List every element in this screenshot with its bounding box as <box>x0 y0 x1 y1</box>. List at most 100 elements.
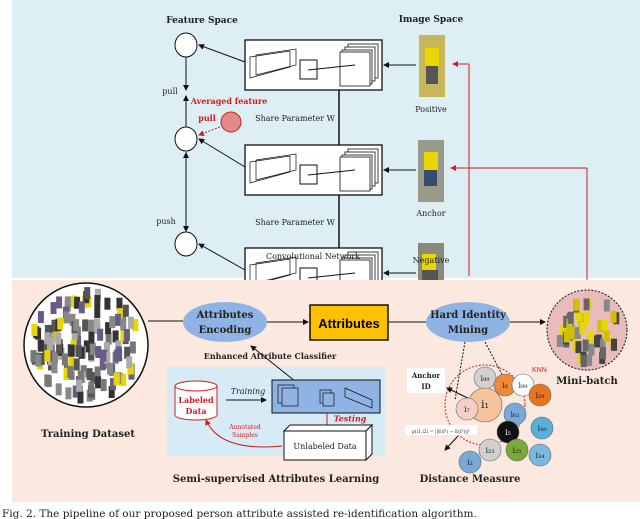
person-thumbnail <box>129 341 136 354</box>
person-thumbnail <box>31 323 38 336</box>
person-thumbnail <box>132 319 139 332</box>
person-thumbnail <box>576 309 583 322</box>
person-thumbnail <box>76 379 83 392</box>
person-thumbnail <box>126 356 133 369</box>
person-thumbnail <box>75 345 82 358</box>
identity-node: i₄₉ <box>530 416 554 440</box>
person-thumbnail <box>74 326 81 339</box>
person-thumbnail <box>94 288 101 301</box>
attributes-encoding-line2: Encoding <box>199 325 252 336</box>
anchor-id-box <box>407 368 445 393</box>
identity-node: i₂₃ <box>478 438 502 462</box>
person-thumbnail <box>44 332 51 345</box>
person-thumbnail <box>47 338 54 351</box>
anchor-feature-node <box>174 126 198 152</box>
person-thumbnail <box>82 319 89 332</box>
person-thumbnail <box>579 322 586 335</box>
identity-node: i₇ <box>455 397 479 421</box>
person-thumbnail <box>94 319 101 332</box>
averaged-pull-label: pull <box>198 113 216 123</box>
labeled-data-line1: Labeled <box>178 395 214 405</box>
person-thumbnail <box>38 352 45 365</box>
person-thumbnail <box>86 368 93 381</box>
enhanced-classifier-label: Enhanced Attribute Classifier <box>204 351 337 361</box>
person-thumbnail <box>568 326 575 339</box>
person-thumbnail <box>99 358 106 371</box>
person-thumbnail <box>603 330 610 343</box>
person-thumbnail <box>586 354 593 367</box>
person-thumbnail <box>42 341 49 354</box>
person-thumbnail <box>52 351 59 364</box>
person-thumbnail <box>83 340 90 353</box>
person-thumbnail <box>94 295 101 308</box>
figure-caption: Fig. 2. The pipeline of our proposed per… <box>2 508 477 519</box>
svg-text:i₂₅: i₂₅ <box>513 446 522 455</box>
person-thumbnail <box>116 297 123 310</box>
person-thumbnail <box>89 342 96 355</box>
person-thumbnail <box>68 344 75 357</box>
person-thumbnail <box>55 332 62 345</box>
identity-node: i₅ <box>496 420 520 444</box>
person-thumbnail <box>108 386 115 399</box>
unlabeled-data-label: Unlabeled Data <box>293 442 356 451</box>
distance-measure-label: Distance Measure <box>420 474 521 485</box>
knn-label: KNN <box>532 367 547 374</box>
person-thumbnail <box>64 296 71 309</box>
averaged-feature-node <box>220 111 242 133</box>
image-space-title: Image Space <box>399 15 464 25</box>
person-thumbnail <box>105 332 112 345</box>
person-thumbnail <box>556 334 563 347</box>
testing-label: Testing <box>334 414 367 424</box>
attributes-encoding-line1: Attributes <box>196 310 254 321</box>
person-thumbnail <box>600 347 607 360</box>
person-thumbnail <box>55 383 62 396</box>
person-thumbnail <box>51 361 58 374</box>
person-thumbnail <box>588 343 595 356</box>
person-thumbnail <box>70 295 77 308</box>
conv-network-box <box>198 138 416 196</box>
distance-formula: p(i1,i2) = ||E(f¹) − E(f²)||² <box>412 428 470 435</box>
person-thumbnail <box>94 366 101 379</box>
hard-identity-line2: Mining <box>448 325 488 336</box>
anchor-id-line2: ID <box>421 382 430 391</box>
svg-text:i₈: i₈ <box>502 381 508 390</box>
person-thumbnail <box>599 338 606 351</box>
svg-text:i₂₃: i₂₃ <box>486 446 495 455</box>
svg-text:i₂₉: i₂₉ <box>536 391 546 400</box>
person-thumbnail <box>567 311 574 324</box>
person-thumbnail <box>30 350 37 363</box>
share-parameter-label-2: Share Parameter W <box>255 218 336 227</box>
person-thumbnail <box>84 287 91 300</box>
person-thumbnail <box>100 349 107 362</box>
person-thumbnail <box>601 318 608 331</box>
identity-node: i₃₄ <box>528 443 552 467</box>
annotated-samples-line1: Annotated <box>228 424 261 431</box>
anchor-label: Anchor <box>415 209 445 218</box>
person-thumbnail <box>61 353 68 366</box>
person-thumbnail <box>115 346 122 359</box>
person-thumbnail <box>77 391 84 404</box>
person-thumbnail <box>63 311 70 324</box>
person-thumbnail <box>127 316 134 329</box>
svg-text:i₁: i₁ <box>481 398 489 411</box>
hard-identity-line1: Hard Identity <box>430 310 507 321</box>
person-thumbnail <box>587 330 594 343</box>
identity-node: i₂₉ <box>528 383 552 407</box>
person-thumbnail <box>48 349 55 362</box>
svg-text:i₃₄: i₃₄ <box>536 451 545 460</box>
svg-text:i₉₉: i₉₉ <box>481 374 491 383</box>
person-thumbnail <box>103 342 110 355</box>
person-thumbnail <box>77 370 84 383</box>
person-thumbnail <box>72 385 79 398</box>
person-thumbnail <box>50 302 57 315</box>
person-thumbnail <box>88 319 95 332</box>
person-thumbnail <box>35 354 42 367</box>
feature-nodes <box>174 32 198 257</box>
unlabeled-data-box <box>282 423 374 462</box>
person-thumbnail <box>74 296 81 309</box>
mini-batch-label: Mini-batch <box>556 376 618 387</box>
person-thumbnail <box>575 341 582 354</box>
person-thumbnail <box>71 327 78 340</box>
person-thumbnail <box>73 358 80 371</box>
